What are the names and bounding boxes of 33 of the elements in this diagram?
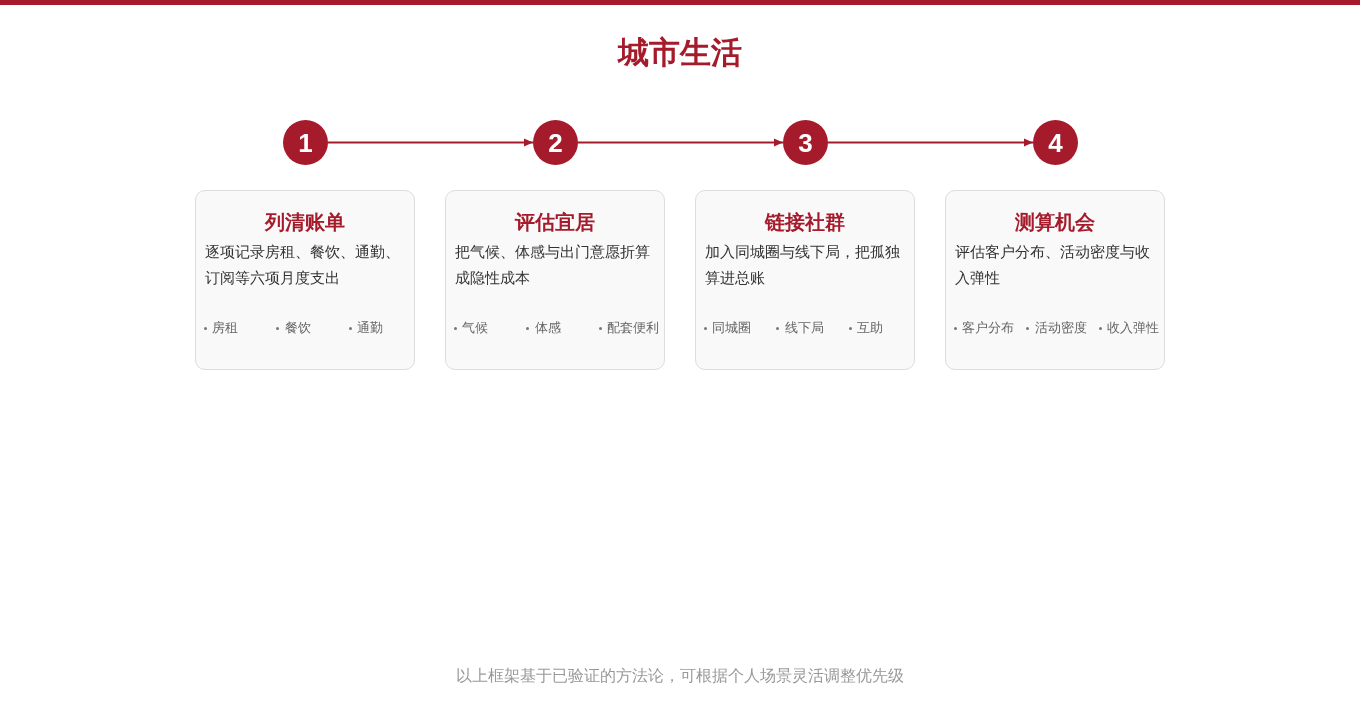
bullet-item-text: 收入弹性	[1107, 319, 1159, 337]
card-heading: 列清账单	[265, 210, 345, 235]
bullet-item-text: 房租	[212, 319, 238, 337]
bullet-item-text: 配套便利	[607, 319, 659, 337]
step-card	[195, 190, 415, 370]
caption-text: 以上框架基于已验证的方法论，可根据个人场景灵活调整优先级	[456, 666, 904, 686]
step-card	[445, 190, 665, 370]
step-number-circle: 4	[1033, 120, 1078, 165]
title: 城市生活	[618, 34, 742, 72]
bullet-item-text: 体感	[534, 319, 561, 337]
arrow	[577, 138, 784, 147]
step-card	[695, 190, 915, 370]
card-description: 逐项记录房租、餐饮、通勤、订阅等六项月度支出	[205, 242, 401, 288]
step-number-circle: 3	[783, 120, 828, 165]
card-heading: 链接社群	[765, 210, 845, 235]
card-heading: 测算机会	[1015, 210, 1095, 235]
bullet-item-text: 活动密度	[1034, 319, 1087, 337]
bullet-item-text: 餐饮	[284, 319, 311, 337]
bullet-item-text: 客户分布	[962, 319, 1014, 337]
card-description: 评估客户分布、活动密度与收入弹性	[955, 242, 1151, 288]
bullet-item-text: 线下局	[784, 319, 824, 337]
bullet-item-text: 通勤	[357, 319, 383, 337]
step-number-circle: 2	[533, 120, 578, 165]
card-description: 把气候、体感与出门意愿折算成隐性成本	[455, 242, 651, 288]
bullet-item-text: 气候	[462, 319, 488, 337]
step-card	[945, 190, 1165, 370]
bullet-item-text: 互助	[857, 319, 883, 337]
card-heading: 评估宜居	[515, 210, 595, 235]
arrow	[327, 138, 534, 147]
bullet-item-text: 同城圈	[712, 319, 751, 337]
step-number-circle: 1	[283, 120, 328, 165]
card-description: 加入同城圈与线下局，把孤独算进总账	[705, 242, 901, 288]
arrow	[827, 138, 1034, 147]
